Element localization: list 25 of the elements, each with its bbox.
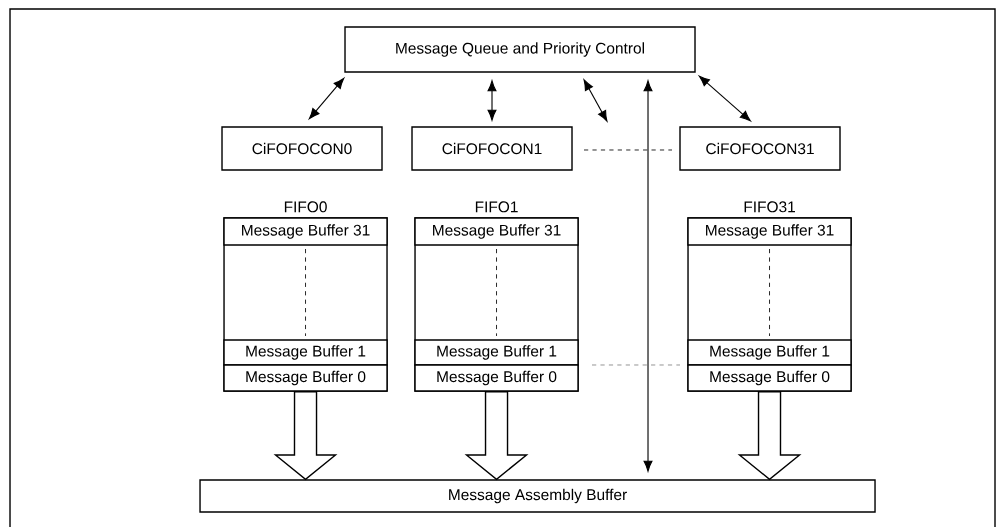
arrow xyxy=(643,80,653,472)
node-label: FIFO0 xyxy=(284,201,327,213)
buffer-row: Message Buffer 31 xyxy=(414,217,579,246)
node-label: FIFO1 xyxy=(475,201,518,213)
block-arrow xyxy=(737,391,802,481)
buffer-row: Message Buffer 1 xyxy=(223,339,388,366)
buffer-row: Message Buffer 0 xyxy=(414,364,579,392)
arrow xyxy=(583,79,608,122)
arrow xyxy=(487,80,497,121)
process-box: Message Assembly Buffer xyxy=(199,479,876,513)
process-box: Message Queue and Priority Control xyxy=(344,26,696,73)
buffer-row: Message Buffer 31 xyxy=(687,217,852,246)
arrow xyxy=(308,77,345,120)
buffer-row: Message Buffer 31 xyxy=(223,217,388,246)
process-box: CiFOFOCON1 xyxy=(411,126,573,171)
buffer-row: Message Buffer 0 xyxy=(223,364,388,392)
block-arrow xyxy=(464,391,529,481)
node-label: FIFO31 xyxy=(744,201,795,213)
buffer-row: Message Buffer 1 xyxy=(687,339,852,366)
buffer-row: Message Buffer 1 xyxy=(414,339,579,366)
buffer-row: Message Buffer 0 xyxy=(687,364,852,392)
process-box: CiFOFOCON31 xyxy=(679,126,841,171)
process-box: CiFOFOCON0 xyxy=(221,126,383,171)
arrow xyxy=(698,75,751,122)
block-arrow xyxy=(273,391,338,481)
